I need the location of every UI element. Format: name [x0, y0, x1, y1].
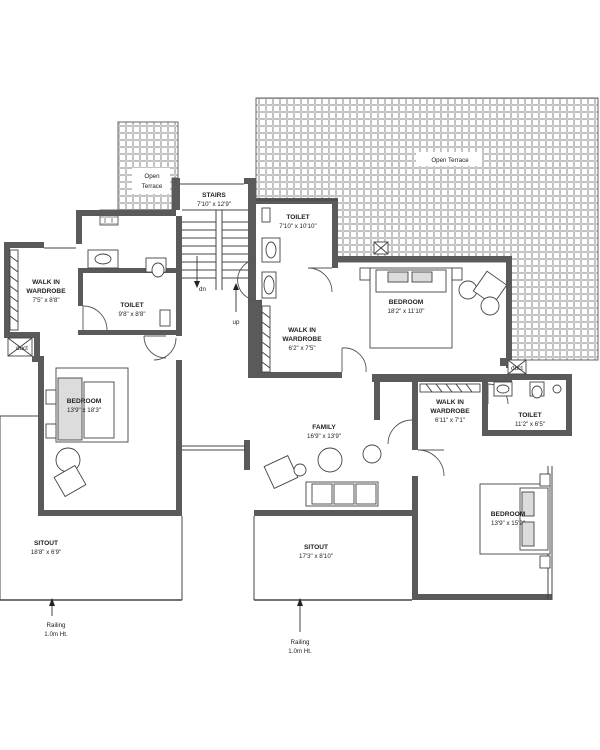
bedroom-left-dim: 13'9" x 18'3": [67, 407, 101, 414]
toilet-left-fixtures: [87, 249, 171, 327]
toilet-right-fixtures: [493, 381, 562, 399]
walk-in-center-line1: WALK IN: [288, 327, 316, 334]
arrow-up-icon: [233, 283, 239, 290]
duct-left-label: duct: [16, 345, 28, 352]
sitout-left-dim: 18'8" x 6'9": [31, 549, 62, 556]
open-terrace-right-label: Open Terrace: [431, 157, 469, 164]
doors: [82, 259, 509, 477]
sitout-center-dim: 17'3" x 8'10": [299, 553, 333, 560]
toilet-right-title: TOILET: [518, 412, 541, 419]
walk-in-left-line1: WALK IN: [32, 279, 60, 286]
stairs-dim: 7'10" x 12'9": [197, 201, 231, 208]
sitout-left-title: SITOUT: [34, 540, 58, 547]
open-terrace-left-label-2: Terrace: [142, 183, 163, 190]
wardrobe-center-shelves: [261, 305, 271, 373]
railing-center-line1: Railing: [291, 639, 310, 646]
walk-in-right-line2: WARDROBE: [430, 408, 470, 415]
bedroom-top-furniture: [359, 267, 508, 349]
toilet-right-dim: 11'2" x 6'5": [515, 421, 545, 428]
family-title: FAMILY: [312, 424, 336, 431]
railing-center-line2: 1.0m Ht.: [288, 648, 312, 655]
bedroom-top-title: BEDROOM: [389, 299, 424, 306]
duct-right: [507, 359, 527, 375]
railing-left-line2: 1.0m Ht.: [44, 631, 68, 638]
duct-right-label: duct: [511, 365, 523, 372]
walk-in-right-line1: WALK IN: [436, 399, 464, 406]
walk-in-right-dim: 6'11" x 7'1": [435, 417, 465, 424]
walls: [4, 178, 572, 600]
toilet-top-dim: 7'10" x 10'10": [279, 223, 316, 230]
walk-in-center-line2: WARDROBE: [282, 336, 322, 343]
sitout-center-title: SITOUT: [304, 544, 328, 551]
stairs-dn: dn: [199, 286, 206, 293]
arrow-down-icon: [194, 281, 200, 288]
stairs-arrows: [194, 256, 239, 312]
walk-in-left-dim: 7'5" x 8'8": [32, 297, 59, 304]
bedroom-left-title: BEDROOM: [67, 398, 102, 405]
toilet-top-fixtures: [261, 207, 281, 299]
family-dim: 16'9" x 13'9": [307, 433, 341, 440]
duct-left: [7, 337, 33, 357]
outline-lines: [0, 183, 553, 601]
toilet-left-dim: 9'8" x 8'8": [118, 311, 145, 318]
railing-left-line1: Railing: [47, 622, 66, 629]
bedroom-top-dim: 18'2" x 11'10": [388, 308, 425, 315]
open-terrace-left-label-1: Open: [144, 173, 160, 180]
walk-in-left-line2: WARDROBE: [26, 288, 66, 295]
family-furniture: [263, 444, 382, 507]
bedroom-right-title: BEDROOM: [491, 511, 526, 518]
duct-top: [373, 241, 389, 255]
bedroom-right-dim: 13'9" x 15'9": [491, 520, 525, 527]
bedroom-left-furniture: [45, 367, 129, 498]
wardrobe-left-shelves: [9, 249, 19, 331]
bedroom-right-furniture: [479, 473, 551, 569]
railing-center-arrow: [297, 598, 303, 632]
walk-in-center-dim: 6'2" x 7'5": [288, 345, 315, 352]
toilet-top-title: TOILET: [286, 214, 309, 221]
stairs-up: up: [233, 319, 240, 326]
stairs-steps: [182, 209, 248, 290]
labels: Open Terrace Open Terrace STAIRS 7'10" x…: [16, 157, 545, 655]
stairs-title: STAIRS: [202, 192, 226, 199]
toilet-left-title: TOILET: [120, 302, 143, 309]
wardrobe-right-shelves: [419, 383, 481, 393]
railing-left-arrow: [49, 598, 55, 616]
